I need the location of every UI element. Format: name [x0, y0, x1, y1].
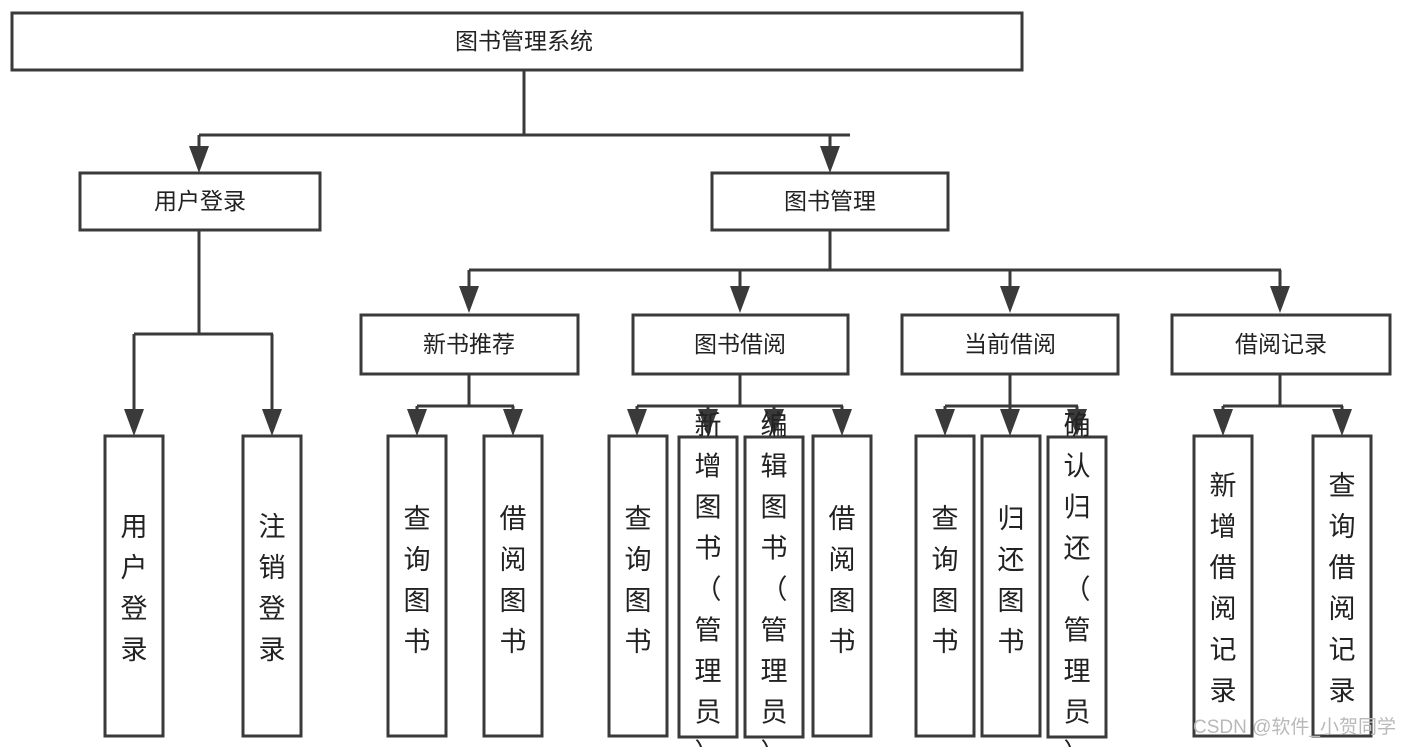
arrowhead-br-2 — [1332, 409, 1352, 436]
node-leaf-query-borrow-record[interactable]: 查询借阅记录 — [1311, 434, 1373, 738]
watermark-label: CSDN @软件_小贺同学 — [1193, 716, 1396, 738]
node-leaf-user-login-label: 用户登录 — [121, 512, 148, 665]
node-leaf-add-borrow-record-label: 新增借阅记录 — [1210, 471, 1237, 706]
arrowhead-bb-2 — [698, 409, 718, 436]
node-leaf-query-book-2[interactable]: 查询图书 — [607, 434, 669, 738]
node-leaf-query-book-1[interactable]: 查询图书 — [386, 434, 448, 738]
arrowhead-br-1 — [1213, 409, 1233, 436]
node-user-login-box[interactable] — [78, 171, 322, 232]
node-leaf-query-borrow-record-box[interactable] — [1311, 434, 1373, 738]
node-current-borrow-box[interactable] — [900, 313, 1120, 376]
node-leaf-borrow-book-1[interactable]: 借阅图书 — [482, 434, 544, 738]
node-leaf-user-login[interactable]: 用户登录 — [103, 434, 165, 738]
arrowhead-book-borrow — [730, 286, 750, 313]
arrowhead-bb-4 — [832, 409, 852, 436]
arrowhead-cb-2 — [1000, 409, 1020, 436]
arrowhead-nbr-2 — [503, 409, 523, 436]
node-book-manage-box[interactable] — [710, 171, 950, 232]
node-leaf-return-book-label: 归还图书 — [998, 504, 1025, 657]
arrowhead-bb-3 — [764, 409, 784, 436]
node-new-book-recommend[interactable]: 新书推荐 — [359, 313, 580, 376]
node-leaf-logout-login[interactable]: 注销登录 — [241, 434, 303, 738]
node-leaf-query-book-2-box[interactable] — [607, 434, 669, 738]
arrowhead-bb-1 — [627, 409, 647, 436]
node-borrow-record-box[interactable] — [1170, 313, 1392, 376]
node-borrow-record[interactable]: 借阅记录 — [1170, 313, 1392, 376]
node-leaf-add-borrow-record-box[interactable] — [1192, 434, 1254, 738]
node-leaf-query-borrow-record-label: 查询借阅记录 — [1329, 471, 1356, 706]
node-current-borrow-label: 当前借阅 — [964, 331, 1056, 357]
node-leaf-add-borrow-record[interactable]: 新增借阅记录 — [1192, 434, 1254, 738]
node-leaf-query-book-2-label: 查询图书 — [625, 504, 652, 657]
arrowhead-borrow-record — [1270, 286, 1290, 313]
node-new-book-recommend-label: 新书推荐 — [423, 331, 515, 357]
arrowhead-leaf-user-login — [124, 409, 144, 436]
node-leaf-edit-book-admin-box[interactable] — [743, 435, 805, 739]
arrowhead-cb-3 — [1067, 409, 1087, 436]
node-leaf-borrow-book-2[interactable]: 借阅图书 — [811, 434, 873, 738]
arrowhead-book-manage — [820, 146, 840, 173]
node-root-box[interactable] — [10, 11, 1024, 72]
node-user-login[interactable]: 用户登录 — [78, 171, 322, 232]
node-leaf-query-book-1-label: 查询图书 — [404, 504, 431, 657]
node-leaf-add-book-admin[interactable]: 新增图书（管理员） — [677, 410, 739, 747]
node-book-manage-label: 图书管理 — [784, 188, 876, 214]
node-leaf-borrow-book-2-box[interactable] — [811, 434, 873, 738]
node-book-manage[interactable]: 图书管理 — [710, 171, 950, 232]
node-leaf-confirm-return-admin-box[interactable] — [1046, 435, 1108, 739]
node-leaf-add-book-admin-label: 新增图书（管理员） — [695, 410, 722, 747]
node-leaf-confirm-return-admin[interactable]: 确认归还（管理员） — [1046, 410, 1108, 747]
connectors-layer — [124, 70, 1352, 436]
arrowhead-current-borrow — [1000, 286, 1020, 313]
node-leaf-confirm-return-admin-label: 确认归还（管理员） — [1064, 410, 1091, 747]
node-book-borrow-label: 图书借阅 — [694, 331, 786, 357]
node-leaf-return-book-box[interactable] — [980, 434, 1042, 738]
node-leaf-return-book[interactable]: 归还图书 — [980, 434, 1042, 738]
node-leaf-user-login-box[interactable] — [103, 434, 165, 738]
node-leaf-query-book-3-box[interactable] — [914, 434, 976, 738]
node-leaf-edit-book-admin-label: 编辑图书（管理员） — [761, 410, 788, 747]
node-leaf-query-book-1-box[interactable] — [386, 434, 448, 738]
node-leaf-borrow-book-2-label: 借阅图书 — [829, 504, 856, 657]
arrowhead-user-login — [189, 146, 209, 173]
node-leaf-borrow-book-1-box[interactable] — [482, 434, 544, 738]
node-user-login-label: 用户登录 — [154, 188, 246, 214]
node-leaf-query-book-3-label: 查询图书 — [932, 504, 959, 657]
node-borrow-record-label: 借阅记录 — [1235, 331, 1327, 357]
node-leaf-borrow-book-1-label: 借阅图书 — [500, 504, 527, 657]
node-leaf-add-book-admin-box[interactable] — [677, 435, 739, 739]
node-new-book-recommend-box[interactable] — [359, 313, 580, 376]
arrowhead-leaf-logout-login — [262, 409, 282, 436]
arrowhead-cb-1 — [935, 409, 955, 436]
node-root[interactable]: 图书管理系统 — [10, 11, 1024, 72]
arrowhead-nbr-1 — [407, 409, 427, 436]
node-root-label: 图书管理系统 — [455, 28, 593, 54]
node-leaf-logout-login-label: 注销登录 — [259, 512, 286, 665]
node-book-borrow[interactable]: 图书借阅 — [631, 313, 850, 376]
node-leaf-edit-book-admin[interactable]: 编辑图书（管理员） — [743, 410, 805, 747]
node-current-borrow[interactable]: 当前借阅 — [900, 313, 1120, 376]
arrowhead-new-book-recommend — [459, 286, 479, 313]
node-book-borrow-box[interactable] — [631, 313, 850, 376]
node-leaf-logout-login-box[interactable] — [241, 434, 303, 738]
node-leaf-query-book-3[interactable]: 查询图书 — [914, 434, 976, 738]
